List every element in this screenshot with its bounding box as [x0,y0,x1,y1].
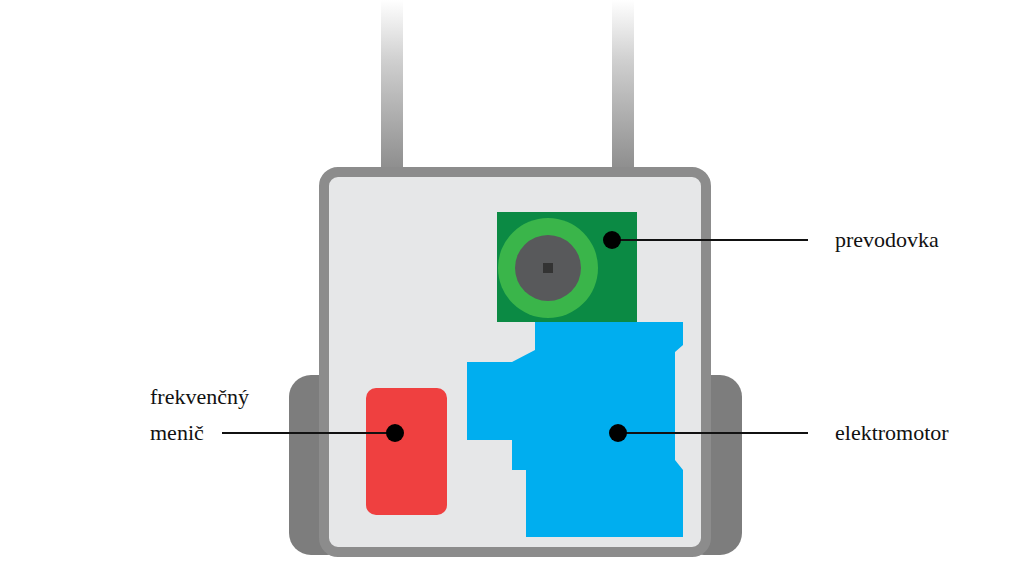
rod [381,0,403,175]
rod [612,0,634,175]
part-label: elektromotor [835,415,1005,451]
leader-dot [386,424,404,442]
gearbox-shaft [515,235,581,301]
frequency-converter [366,388,447,515]
gearbox [497,212,637,322]
leader-line [618,432,808,434]
leader-line [222,432,395,434]
leader-dot [603,231,621,249]
motor-body [512,322,683,537]
gearbox-wheel [498,218,598,318]
housing [324,172,706,552]
shaft-key [543,263,553,273]
part-label: frekvenčný menič [150,379,275,451]
leader-line [612,239,808,241]
leader-dot [609,424,627,442]
motor-terminal-box [467,362,517,440]
part-label: prevodovka [835,222,1005,258]
